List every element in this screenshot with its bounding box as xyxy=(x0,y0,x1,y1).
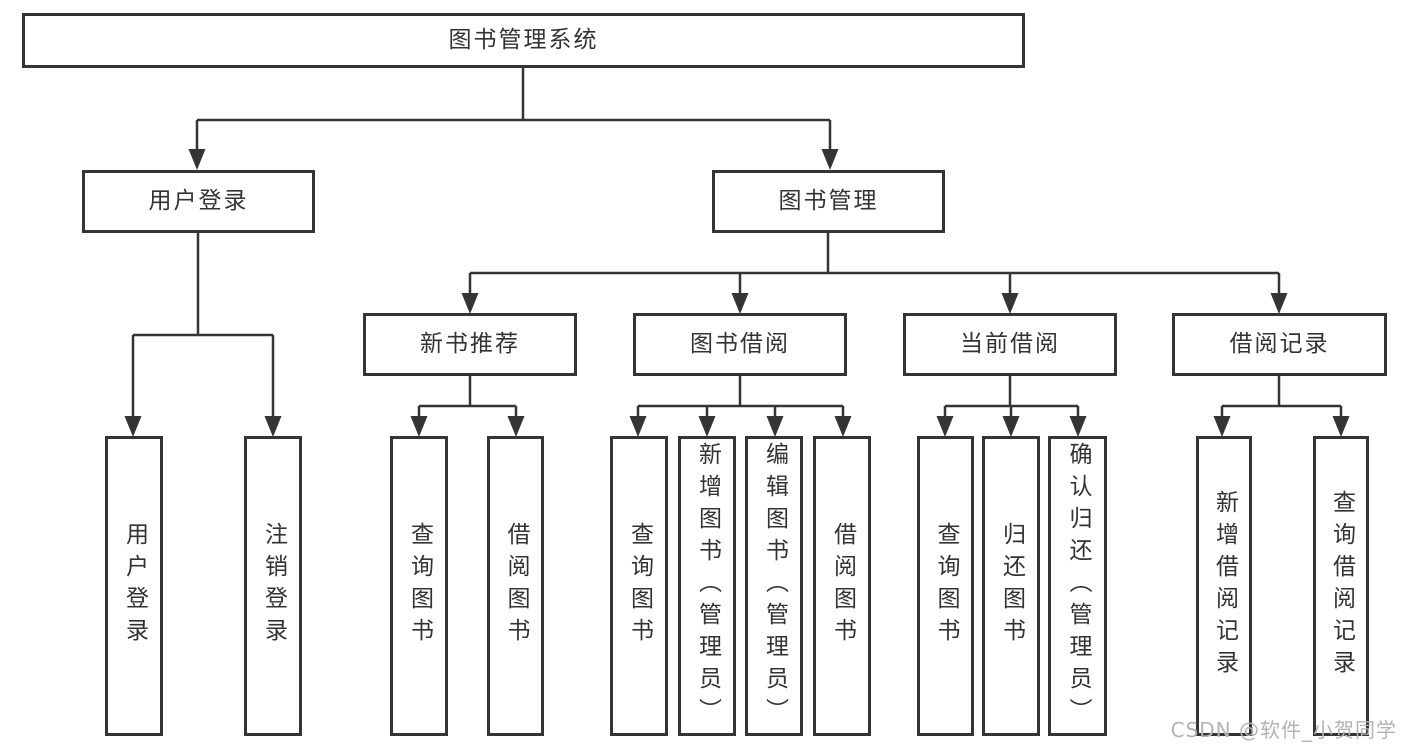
arrowhead-down-icon xyxy=(1332,416,1350,437)
arrowhead-down-icon xyxy=(124,416,142,437)
node-label: 图书管理 xyxy=(778,188,879,214)
arrowhead-down-icon xyxy=(766,416,784,437)
node-root: 图书管理系统 xyxy=(22,13,1025,68)
node-user-login: 用户登录 xyxy=(82,170,315,233)
node-borrow-records: 借阅记录 xyxy=(1172,313,1387,376)
node-label: 新增图书（管理员） xyxy=(694,442,721,730)
node-label: 新增借阅记录 xyxy=(1211,490,1238,682)
node-current-borrow: 当前借阅 xyxy=(903,313,1117,376)
node-leaf-user-login: 用户登录 xyxy=(105,436,163,736)
node-label: 确认归还（管理员） xyxy=(1065,442,1091,730)
arrowhead-down-icon xyxy=(264,416,282,437)
arrowhead-down-icon xyxy=(936,416,954,437)
arrowhead-down-icon xyxy=(731,293,749,314)
node-label: 编辑图书（管理员） xyxy=(761,442,788,730)
node-label: 图书管理系统 xyxy=(448,27,599,53)
node-leaf-logout: 注销登录 xyxy=(244,436,302,736)
arrowhead-down-icon xyxy=(1270,293,1288,314)
arrowhead-down-icon xyxy=(698,416,716,437)
node-book-mgmt: 图书管理 xyxy=(712,170,945,233)
node-label: 当前借阅 xyxy=(960,331,1060,357)
watermark-text: CSDN @软件_小贺同学 xyxy=(1170,718,1397,742)
node-leaf-br-query: 查询借阅记录 xyxy=(1313,436,1369,736)
arrowhead-down-icon xyxy=(834,416,852,437)
arrowhead-down-icon xyxy=(507,416,525,437)
node-label: 新书推荐 xyxy=(420,331,520,357)
node-leaf-br-add: 新增借阅记录 xyxy=(1196,436,1252,736)
arrowhead-down-icon xyxy=(1001,293,1019,314)
node-leaf-cb-confirm: 确认归还（管理员） xyxy=(1048,436,1107,736)
node-label: 用户登录 xyxy=(148,188,249,214)
node-leaf-cb-query: 查询图书 xyxy=(917,436,974,736)
arrowhead-down-icon xyxy=(1002,416,1020,437)
node-leaf-bb-add: 新增图书（管理员） xyxy=(678,436,736,736)
node-label: 查询图书 xyxy=(626,522,653,650)
arrowhead-down-icon xyxy=(461,293,479,314)
node-label: 借阅记录 xyxy=(1229,331,1330,357)
arrowhead-down-icon xyxy=(188,149,206,170)
node-label: 图书借阅 xyxy=(690,331,790,357)
node-book-borrow: 图书借阅 xyxy=(633,313,847,376)
arrowhead-down-icon xyxy=(1213,416,1231,437)
arrowhead-down-icon xyxy=(629,416,647,437)
node-leaf-cb-return: 归还图书 xyxy=(982,436,1040,736)
arrowhead-down-icon xyxy=(410,416,428,437)
node-leaf-rec-query: 查询图书 xyxy=(390,436,448,736)
arrowhead-down-icon xyxy=(1069,416,1087,437)
node-label: 归还图书 xyxy=(998,522,1025,650)
node-leaf-bb-borrow: 借阅图书 xyxy=(813,436,871,736)
node-leaf-rec-borrow: 借阅图书 xyxy=(487,436,544,736)
node-leaf-bb-edit: 编辑图书（管理员） xyxy=(745,436,803,736)
node-leaf-bb-query: 查询图书 xyxy=(610,436,668,736)
node-label: 查询图书 xyxy=(406,522,433,650)
node-label: 用户登录 xyxy=(121,522,148,650)
node-label: 借阅图书 xyxy=(829,522,856,650)
arrowhead-down-icon xyxy=(821,149,839,170)
node-new-book-rec: 新书推荐 xyxy=(363,313,577,376)
node-label: 借阅图书 xyxy=(503,522,529,650)
node-label: 注销登录 xyxy=(260,522,287,650)
node-label: 查询图书 xyxy=(933,522,959,650)
node-label: 查询借阅记录 xyxy=(1328,490,1355,682)
